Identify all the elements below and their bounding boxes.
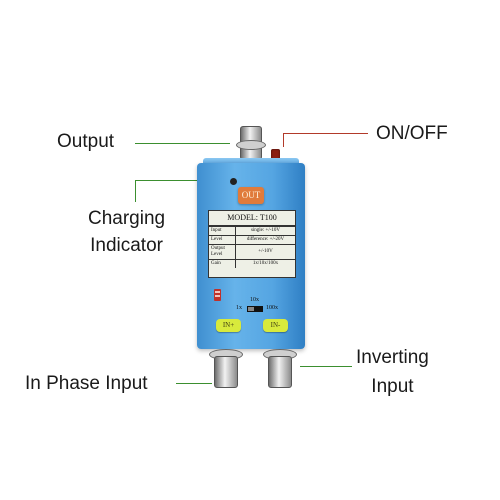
spec-value: single: +/-10V <box>235 226 295 236</box>
spec-key: Level <box>209 235 236 245</box>
gain-switch-knob[interactable] <box>248 307 254 311</box>
on-off-label: ON/OFF <box>376 123 448 144</box>
spec-value: difference: +/-20V <box>235 235 295 245</box>
on-off-leader-drop <box>283 133 284 147</box>
model-title: MODEL: T100 <box>209 211 295 226</box>
spec-value: 1x/10x/100x <box>235 259 295 268</box>
gain-label-10x: 10x <box>250 297 259 303</box>
table-row: Input single: +/-10V <box>209 226 295 236</box>
inverting-input-label: Inverting Input <box>356 346 429 399</box>
in-minus-button[interactable]: IN- <box>263 319 288 332</box>
output-bnc-ring <box>236 140 266 150</box>
inverting-bnc-connector <box>268 356 292 388</box>
inverting-label-line1: Inverting <box>356 347 429 368</box>
in-phase-input-label: In Phase Input <box>25 373 148 394</box>
table-row: Level difference: +/-20V <box>209 235 295 245</box>
inverting-label-line2: Input <box>371 375 414 397</box>
gain-label-100x: 100x <box>266 305 278 311</box>
dip-switch[interactable] <box>214 289 221 301</box>
charging-leader-horizontal <box>135 180 228 181</box>
output-leader-line <box>135 143 230 144</box>
charging-label-line1: Charging <box>88 208 166 229</box>
spec-key: Output Level <box>209 244 236 260</box>
charging-indicator-label: Charging Indicator <box>88 207 165 258</box>
out-button[interactable]: OUT <box>238 187 264 204</box>
table-row: Output Level +/-10V <box>209 244 295 260</box>
inverting-leader-line <box>300 366 352 367</box>
spec-key: Gain <box>209 259 236 268</box>
charging-leader-vertical <box>135 180 136 202</box>
in-phase-bnc-connector <box>214 356 238 388</box>
spec-panel: MODEL: T100 Input single: +/-10V Level d… <box>208 210 296 278</box>
gain-switch[interactable] <box>247 306 263 312</box>
output-label: Output <box>57 131 115 152</box>
device-top-edge <box>203 158 299 166</box>
spec-value: +/-10V <box>235 244 295 260</box>
spec-table: Input single: +/-10V Level difference: +… <box>209 226 295 268</box>
charging-label-line2: Indicator <box>90 234 163 256</box>
table-row: Gain 1x/10x/100x <box>209 259 295 268</box>
spec-key: Input <box>209 226 236 236</box>
in-plus-button[interactable]: IN+ <box>216 319 241 332</box>
gain-label-1x: 1x <box>236 305 242 311</box>
on-off-leader-line <box>283 133 368 134</box>
charging-indicator-led <box>230 178 237 185</box>
power-switch[interactable] <box>271 149 280 165</box>
in-phase-leader-line <box>176 383 212 384</box>
